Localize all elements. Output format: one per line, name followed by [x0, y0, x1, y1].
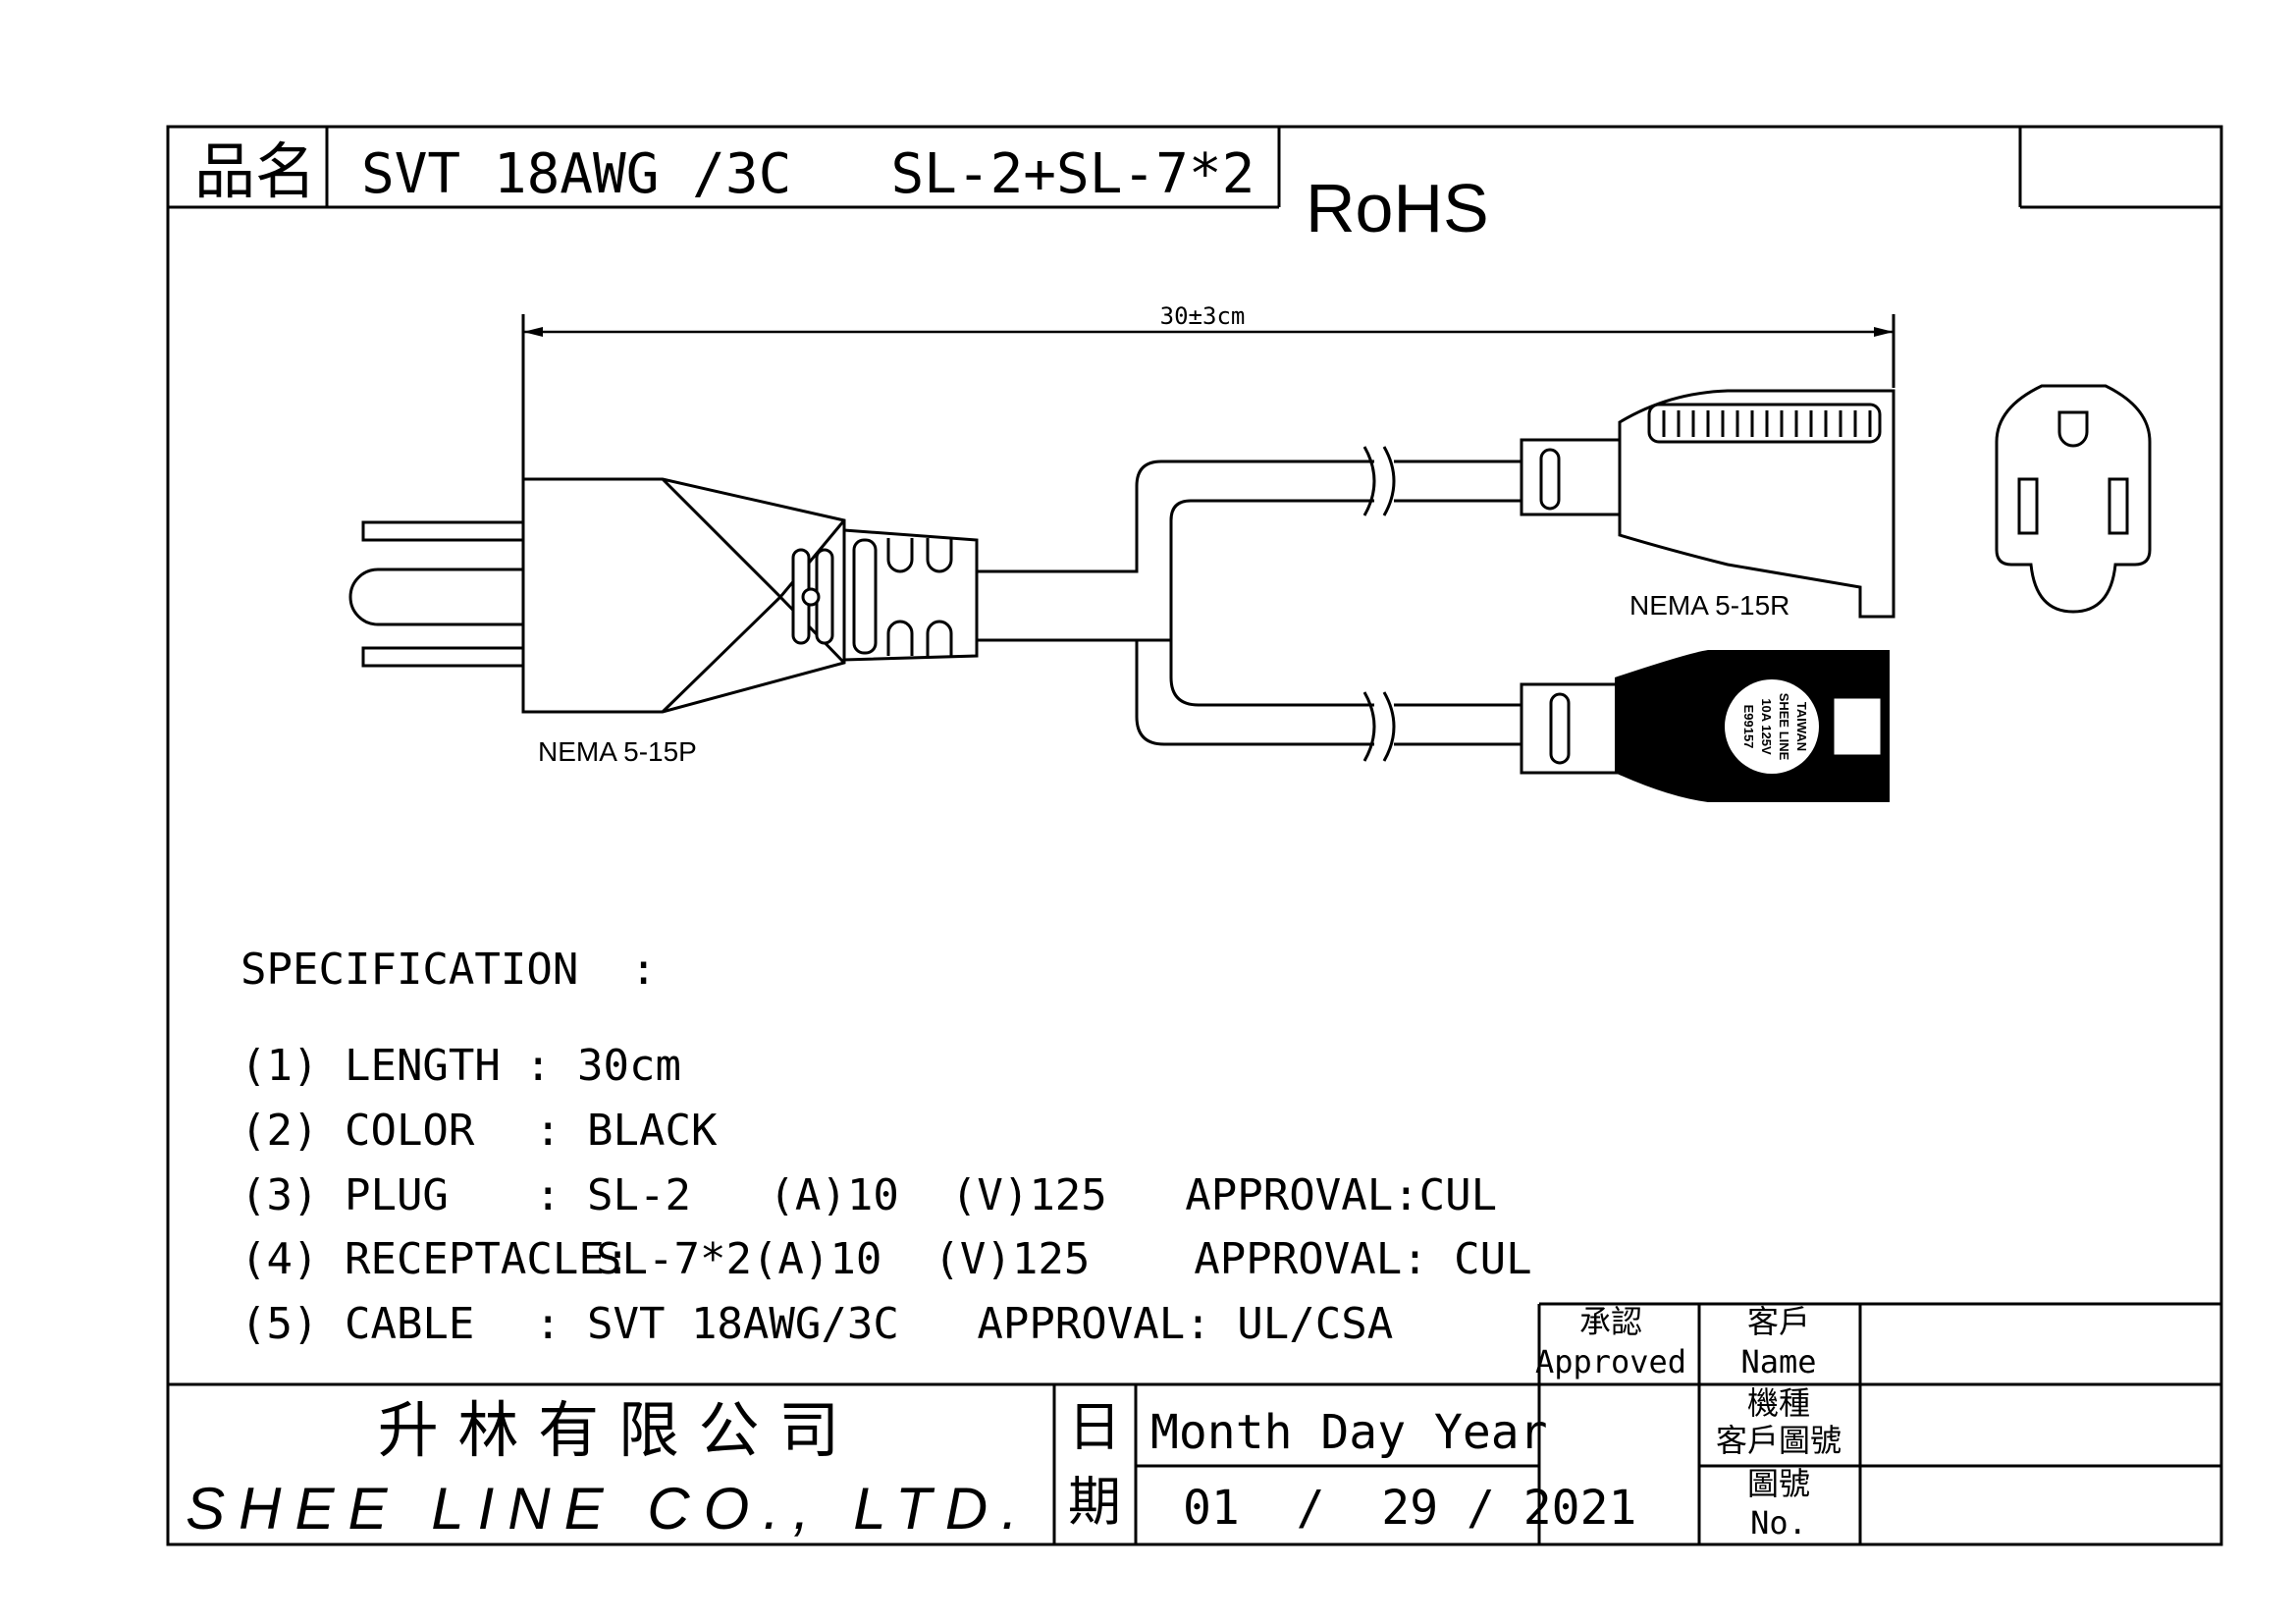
drawing-no-label-cn: 圖號 — [1747, 1465, 1810, 1502]
rohs-mark: RoHS — [1306, 170, 1489, 246]
spec-value: : SL-2 (A)10 (V)125 APPROVAL:CUL — [535, 1170, 1497, 1220]
plug-label: NEMA 5-15P — [538, 736, 697, 767]
title-block: 升 林 有 限 公 司 SHEE LINE CO., LTD. 日 期 Mont… — [168, 1302, 2221, 1544]
date-value: 01 / 29 / 2021 — [1183, 1481, 1636, 1536]
marking-line: SHEE LINE — [1777, 693, 1791, 761]
receptacle-nema-5-15r-top — [1520, 389, 1896, 619]
sheet-border — [166, 125, 2223, 1546]
specification: SPECIFICATION : (1) LENGTH : 30cm (2) CO… — [240, 945, 1532, 1349]
spec-value: : SVT 18AWG/3C APPROVAL: UL/CSA — [535, 1299, 1393, 1349]
product-name-label: 品名 — [194, 135, 316, 207]
marking-line: E99157 — [1741, 705, 1756, 749]
spec-value: : BLACK — [535, 1106, 718, 1156]
date-label: 期 — [1068, 1471, 1121, 1533]
spec-label: (2) COLOR — [240, 1106, 475, 1156]
spec-value: SL-7*2(A)10 (V)125 APPROVAL: CUL — [596, 1234, 1532, 1284]
receptacle-label: NEMA 5-15R — [1629, 590, 1789, 621]
marking-line: TAIWAN — [1794, 702, 1809, 751]
spec-title: SPECIFICATION : — [240, 945, 657, 995]
model-label: 機種 — [1747, 1384, 1810, 1422]
length-dimension: 30±3cm — [521, 302, 1896, 481]
customer-drawing-label: 客戶圖號 — [1716, 1422, 1842, 1459]
plug-prong-bottom — [361, 646, 527, 668]
customer-label-cn: 客戶 — [1747, 1303, 1810, 1340]
customer-label-en: Name — [1740, 1343, 1816, 1380]
spec-label: (1) LENGTH — [240, 1041, 501, 1091]
ground-pin — [348, 568, 527, 626]
date-format: Month Day Year — [1150, 1405, 1548, 1460]
plug-nema-5-15p — [348, 477, 979, 714]
company-name-cn: 升 林 有 限 公 司 — [378, 1394, 840, 1466]
date-label: 日 — [1068, 1396, 1121, 1458]
spec-label: (3) PLUG — [240, 1170, 449, 1220]
dimension-label: 30±3cm — [1160, 302, 1246, 330]
outlet-face-icon — [1995, 384, 2152, 614]
receptacle-molded-bottom: TAIWAN SHEE LINE 10A 125V E99157 — [1520, 650, 1890, 802]
approved-label-cn: 承認 — [1579, 1303, 1642, 1340]
cable — [977, 446, 1522, 762]
spec-label: (5) CABLE — [240, 1299, 474, 1349]
approved-label-en: Approved — [1535, 1343, 1686, 1380]
spec-value: : 30cm — [525, 1041, 681, 1091]
spec-label: (4) RECEPTACLE: — [240, 1234, 630, 1284]
product-name: SVT 18AWG /3C SL-2+SL-7*2 — [361, 142, 1255, 206]
plug-prong-top — [361, 520, 527, 542]
company-name-en: SHEE LINE CO., LTD. — [186, 1476, 1032, 1542]
marking-line: 10A 125V — [1759, 698, 1774, 755]
drawing-no-label-en: No. — [1750, 1504, 1807, 1542]
